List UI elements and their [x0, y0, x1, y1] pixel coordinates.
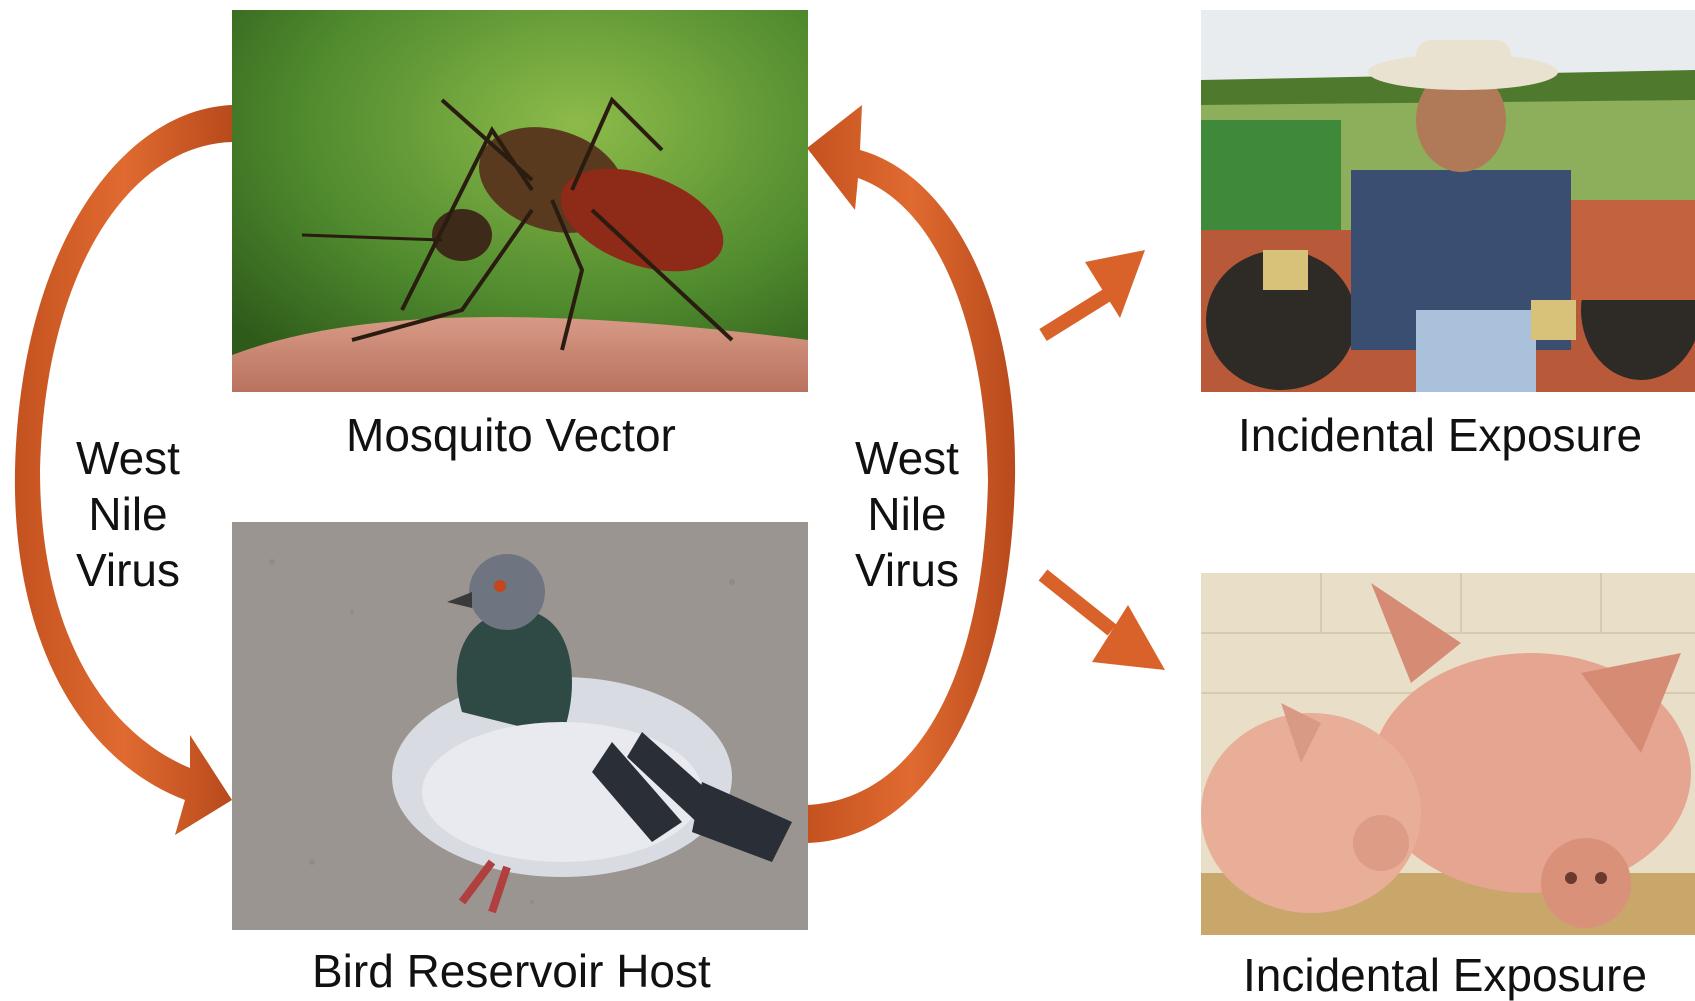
incidental-exposure-bottom-label: Incidental Exposure [1243, 952, 1647, 998]
mosquito-vector-label: Mosquito Vector [346, 412, 676, 458]
mosquito-photo [232, 10, 808, 392]
west-nile-virus-right-label: West Nile Virus [822, 430, 992, 598]
farmer-on-tractor-photo [1201, 10, 1695, 392]
pigeon-photo [232, 522, 808, 930]
incidental-exposure-top-label: Incidental Exposure [1238, 412, 1642, 458]
west-nile-virus-left-label: West Nile Virus [43, 430, 213, 598]
arrow-to-farmer [1043, 250, 1145, 335]
arrow-to-pigs [1043, 575, 1165, 670]
bird-reservoir-host-label: Bird Reservoir Host [312, 948, 711, 994]
pigs-photo [1201, 573, 1695, 935]
